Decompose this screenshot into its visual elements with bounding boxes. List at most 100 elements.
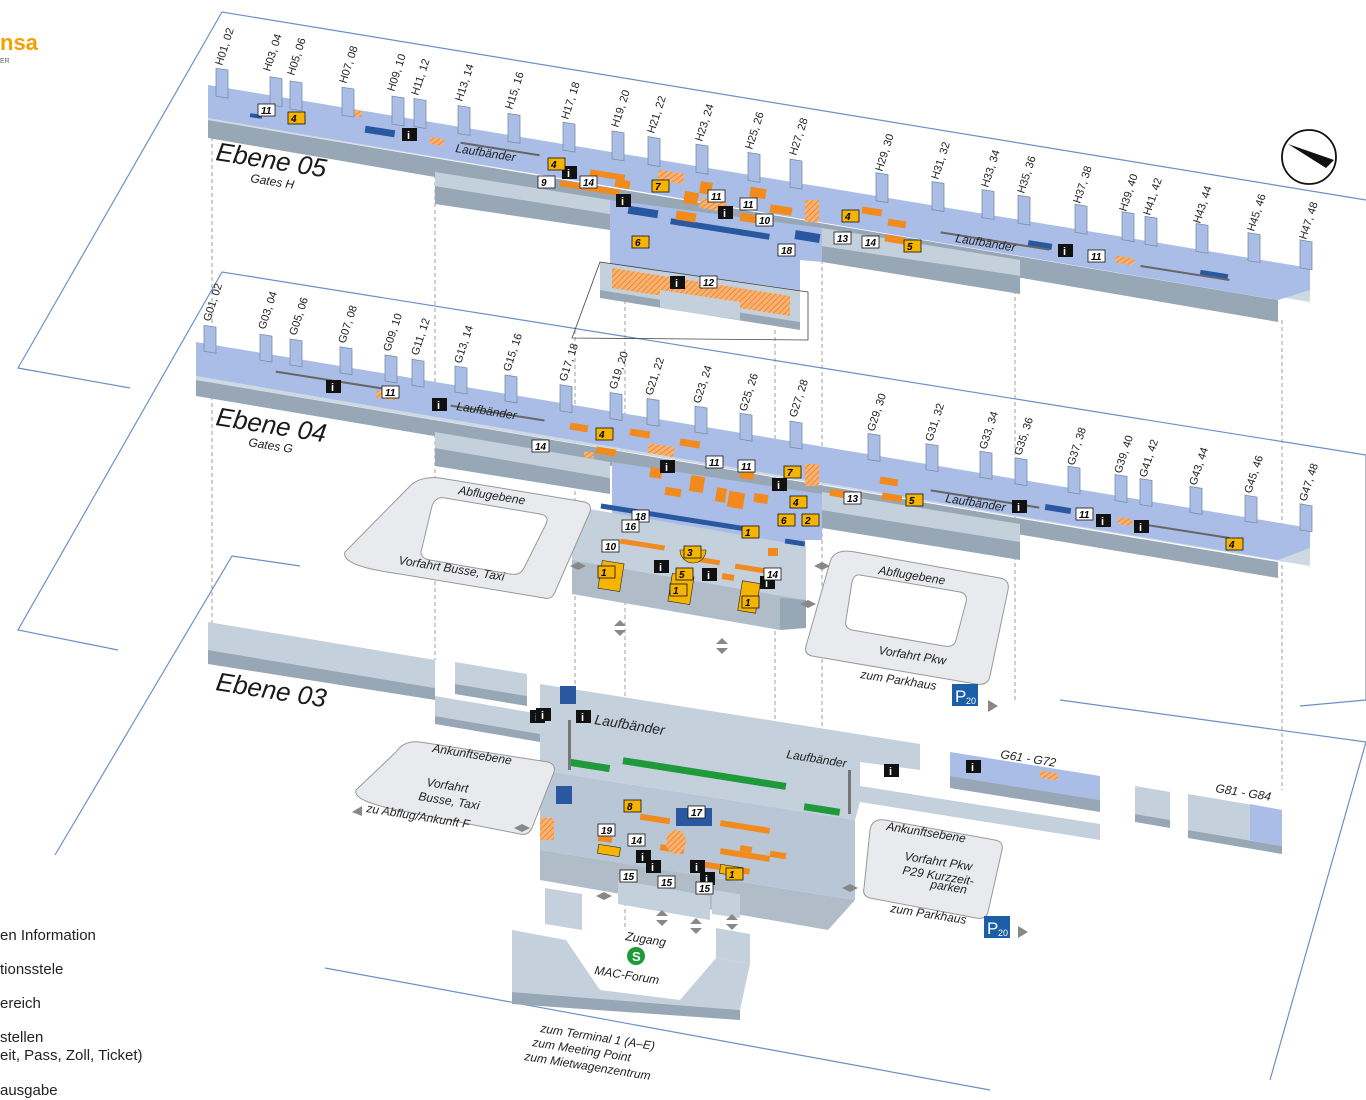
gate-h-label: H25, 26	[743, 111, 766, 151]
svg-text:6: 6	[635, 238, 641, 249]
gate-g-label: G37, 38	[1065, 426, 1089, 467]
gate-g-label: G17, 18	[557, 342, 581, 383]
gate-g-label: G21, 22	[643, 356, 667, 397]
svg-text:1: 1	[673, 586, 679, 597]
svg-text:18: 18	[635, 512, 647, 523]
svg-text:15: 15	[661, 878, 673, 889]
svg-text:8: 8	[627, 802, 633, 813]
gate-h-label: H13, 14	[453, 63, 476, 103]
svg-text:4: 4	[598, 430, 605, 441]
info-icon: i	[576, 710, 591, 724]
svg-text:14: 14	[583, 178, 595, 189]
gate-h-label: H01, 02	[213, 27, 236, 67]
service-box: 1	[669, 583, 688, 597]
gate-g-label: G11, 12	[409, 317, 432, 357]
facility-box: 10	[601, 539, 620, 553]
facility-box: 14	[861, 235, 880, 249]
info-icon: i	[690, 860, 705, 874]
info-icon: i	[326, 380, 341, 394]
service-box: 4	[595, 427, 614, 441]
gate-h-label: H21, 22	[645, 95, 668, 135]
svg-text:i: i	[621, 196, 624, 208]
svg-text:4: 4	[290, 114, 297, 125]
gate-h-label: H41, 42	[1141, 177, 1164, 217]
service-box: 5	[903, 239, 922, 253]
svg-text:9: 9	[541, 178, 547, 189]
service-box: 6	[631, 235, 650, 249]
info-icon: i	[536, 708, 551, 722]
gate-h-label: H05, 06	[285, 37, 308, 77]
info-icon: i	[654, 560, 669, 574]
svg-text:13: 13	[837, 234, 849, 245]
facility-box: 11	[1087, 249, 1106, 263]
svg-text:17: 17	[691, 808, 703, 819]
gate-g-label: G09, 10	[381, 312, 405, 353]
level-frames	[17, 11, 1366, 1091]
level-05-subtitle: Gates H	[250, 171, 296, 192]
svg-text:11: 11	[1079, 510, 1090, 521]
service-box: 4	[547, 157, 566, 171]
facility-box: 13	[833, 231, 852, 245]
svg-text:18: 18	[781, 246, 793, 257]
info-icon: i	[562, 166, 577, 180]
gate-h-label: H31, 32	[929, 141, 952, 181]
service-box: 3	[683, 545, 702, 559]
gate-g-label: G15, 16	[501, 332, 525, 373]
info-icon: i	[884, 764, 899, 778]
service-box: 1	[597, 565, 616, 579]
facility-box: 11	[257, 103, 276, 117]
gate-g-label: G39, 40	[1112, 434, 1136, 475]
svg-text:i: i	[581, 712, 584, 724]
service-box: 4	[841, 209, 860, 223]
gate-g-label: G43, 44	[1187, 446, 1211, 487]
svg-text:11: 11	[261, 106, 272, 117]
svg-text:5: 5	[679, 570, 685, 581]
gate-h-label: H47, 48	[1297, 201, 1320, 241]
facility-box: 11	[739, 197, 758, 211]
facility-box: 14	[763, 567, 782, 581]
gate-h-label: H37, 38	[1071, 165, 1094, 205]
facility-box: 9	[537, 175, 556, 189]
info-icon: i	[772, 478, 787, 492]
mac-forum-label: MAC-Forum	[594, 963, 661, 987]
info-icon: i	[402, 128, 417, 142]
gate-h-label: H11, 12	[409, 57, 432, 97]
gate-h-label: H45, 46	[1245, 193, 1268, 233]
facility-box: 11	[705, 455, 724, 469]
svg-text:14: 14	[631, 836, 643, 847]
facility-box: 11	[1075, 507, 1094, 521]
svg-text:14: 14	[535, 442, 547, 453]
compass-icon	[1281, 129, 1337, 185]
gate-h-label: H43, 44	[1191, 185, 1214, 225]
gate-h-label: H09, 10	[385, 53, 408, 93]
svg-text:12: 12	[703, 278, 715, 289]
svg-text:19: 19	[601, 826, 613, 837]
info-icon: i	[1134, 520, 1149, 534]
level-04-subtitle: Gates G	[248, 435, 294, 456]
gate-g-label: G27, 28	[787, 378, 811, 419]
logo-subtitle: ER	[0, 58, 10, 65]
svg-text:i: i	[1063, 246, 1066, 258]
gate-g-label: G05, 06	[287, 296, 311, 337]
svg-text:13: 13	[847, 494, 859, 505]
facility-box: 13	[843, 491, 862, 505]
svg-text:i: i	[705, 874, 708, 886]
info-icons: iiiiiiiiiiiiiiiiiiiiiiiii	[326, 128, 1149, 886]
facility-box: 14	[579, 175, 598, 189]
info-icon: i	[670, 276, 685, 290]
gate-g-label: G29, 30	[865, 392, 889, 433]
legend-item-6: ausgabe	[0, 1082, 58, 1099]
service-box: 4	[789, 495, 808, 509]
gate-h-label: H33, 34	[979, 149, 1002, 189]
facility-box: 15	[619, 869, 638, 883]
facility-box: 16	[621, 519, 640, 533]
info-icon: i	[966, 760, 981, 774]
gate-g-label: G23, 24	[691, 364, 715, 405]
level-04	[196, 324, 1313, 685]
gate-g-label: G19, 20	[607, 350, 631, 391]
sbahn-icon: S	[627, 947, 645, 965]
svg-text:i: i	[407, 130, 410, 142]
gate-h-label: H35, 36	[1015, 155, 1038, 195]
